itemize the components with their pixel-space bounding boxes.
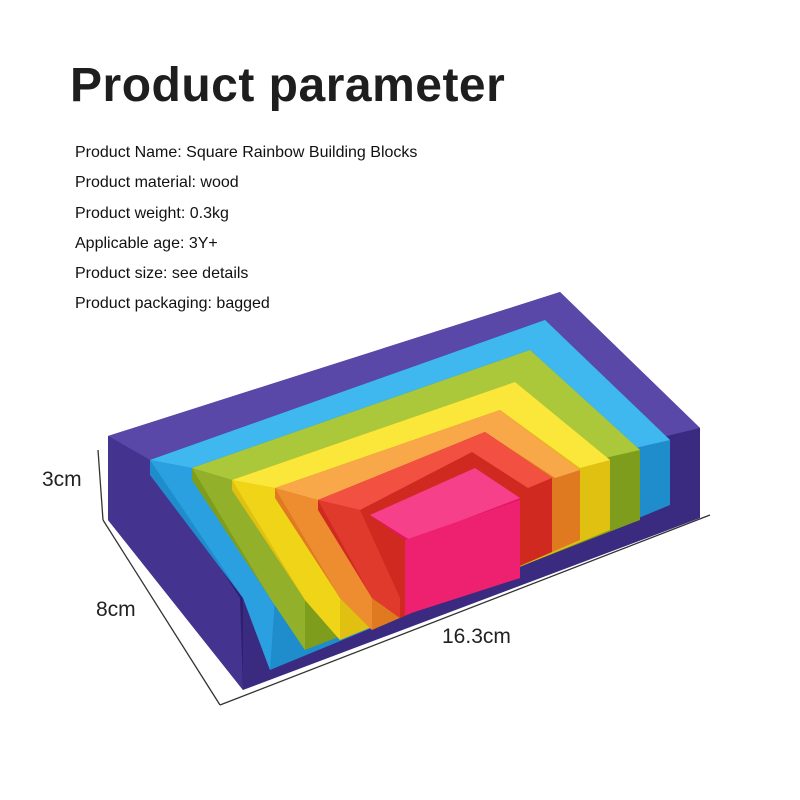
dimension-lines <box>97 449 711 706</box>
spec-item: Product Name: Square Rainbow Building Bl… <box>75 144 418 161</box>
dimension-label-depth: 8cm <box>96 598 136 621</box>
spec-item: Product material: wood <box>75 174 239 192</box>
spec-item: Applicable age: 3Y+ <box>75 234 218 252</box>
spec-list: Product Name: Square Rainbow Building Bl… <box>75 138 417 320</box>
pink-block <box>370 468 520 615</box>
dimension-label-height: 3cm <box>42 468 82 491</box>
spec-item: Product weight: 0.3kg <box>75 204 229 222</box>
page-title: Product parameter <box>70 59 506 112</box>
spec-item: Product packaging: bagged <box>75 295 270 313</box>
dimension-label-length: 16.3cm <box>442 625 511 648</box>
spec-item: Product size: see details <box>75 265 249 283</box>
